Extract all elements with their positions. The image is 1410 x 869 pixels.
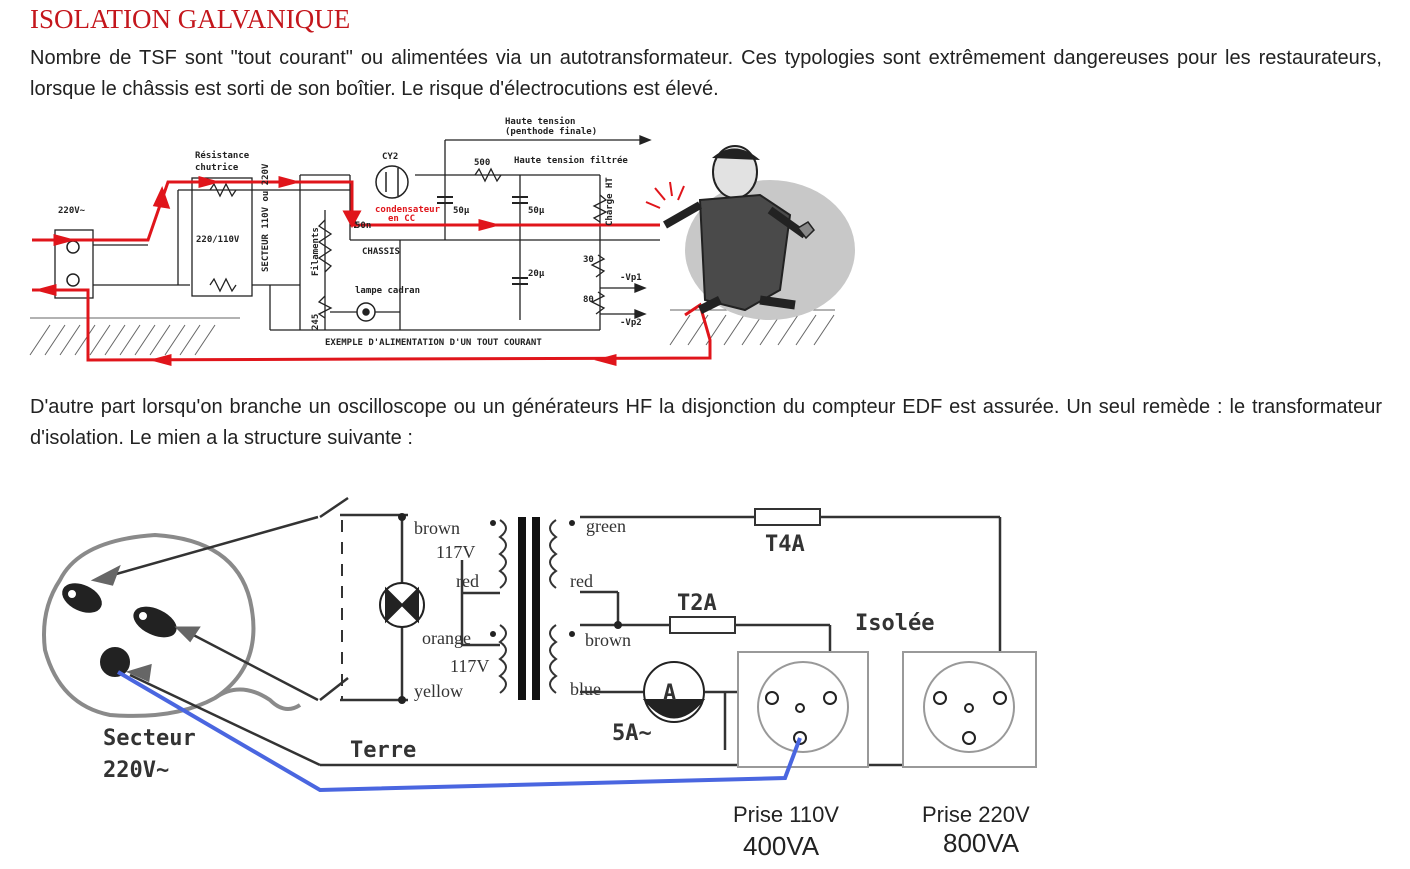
electrocuted-worker-illustration bbox=[645, 145, 855, 320]
danger-current-path bbox=[32, 176, 712, 366]
resistor-symbols bbox=[209, 167, 608, 319]
dial-lamp bbox=[356, 302, 376, 322]
ground-hatching bbox=[29, 309, 835, 356]
circuit-wires bbox=[54, 139, 660, 331]
output-arrows bbox=[634, 135, 652, 319]
page-title: ISOLATION GALVANIQUE bbox=[30, 4, 351, 34]
intro-paragraph: Nombre de TSF sont "tout courant" ou ali… bbox=[30, 47, 1382, 100]
cy2-rectifier bbox=[375, 165, 409, 199]
remedy-paragraph: D'autre part lorsqu'on branche un oscill… bbox=[30, 396, 1382, 449]
mains-socket bbox=[66, 240, 80, 287]
